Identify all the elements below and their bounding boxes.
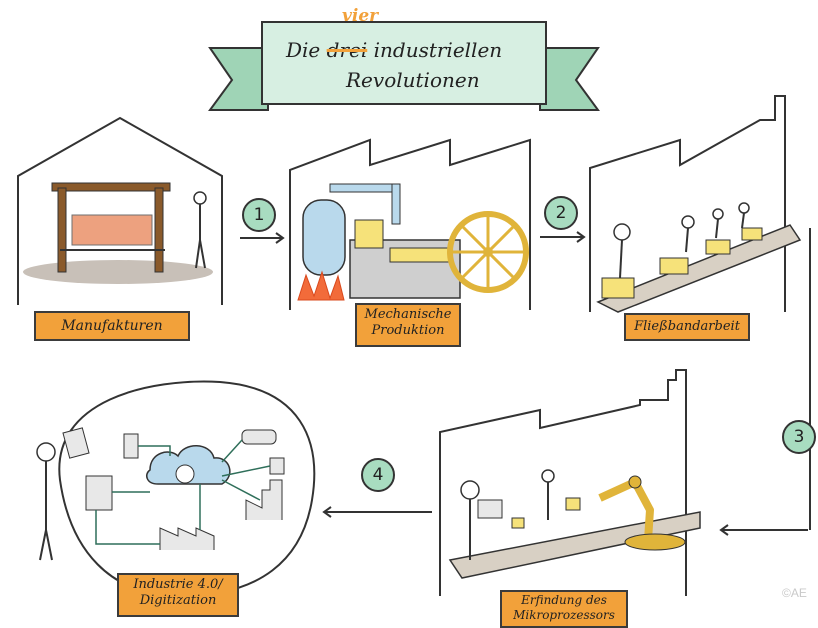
- label-mechanische-line1: Mechanische: [364, 307, 452, 322]
- title-line-1: Die drei industriellen: [286, 38, 502, 62]
- step-3-badge: 3: [782, 420, 816, 454]
- label-mikroprozessor-line1: Erfindung des: [521, 593, 607, 607]
- label-mechanische-produktion: Mechanische Produktion: [355, 303, 461, 347]
- step-2-badge: 2: [544, 196, 578, 230]
- label-industrie-line2: Digitization: [139, 593, 217, 608]
- label-fliessbandarbeit: Fließbandarbeit: [624, 313, 750, 341]
- title-line-2: Revolutionen: [346, 68, 480, 92]
- panel-mechanisch: [289, 138, 531, 310]
- panel-mikroprozessor: [439, 369, 701, 596]
- label-fliessbandarbeit-text: Fließbandarbeit: [634, 319, 740, 334]
- label-manufakturen-text: Manufakturen: [61, 318, 163, 334]
- title-ribbon: [208, 21, 600, 111]
- title-die: Die: [286, 38, 321, 62]
- step-4-badge: 4: [361, 458, 395, 492]
- label-industrie-line1: Industrie 4.0/: [133, 577, 223, 592]
- copyright-mark: ©AE: [782, 586, 807, 600]
- label-mikroprozessor: Erfindung des Mikroprozessors: [500, 590, 628, 628]
- title-struck-word: drei: [326, 38, 368, 62]
- label-mikroprozessor-line2: Mikroprozessors: [513, 608, 615, 622]
- label-industrie-40: Industrie 4.0/ Digitization: [117, 573, 239, 617]
- title-rest: industriellen: [373, 38, 503, 62]
- label-manufakturen: Manufakturen: [34, 311, 190, 341]
- panel-digitization: [36, 380, 316, 598]
- panel-manufaktur: [17, 116, 223, 305]
- step-1-badge: 1: [242, 198, 276, 232]
- title-insert-word: vier: [342, 6, 379, 26]
- panel-fliessband: [589, 95, 802, 313]
- label-mechanische-line2: Produktion: [371, 323, 445, 338]
